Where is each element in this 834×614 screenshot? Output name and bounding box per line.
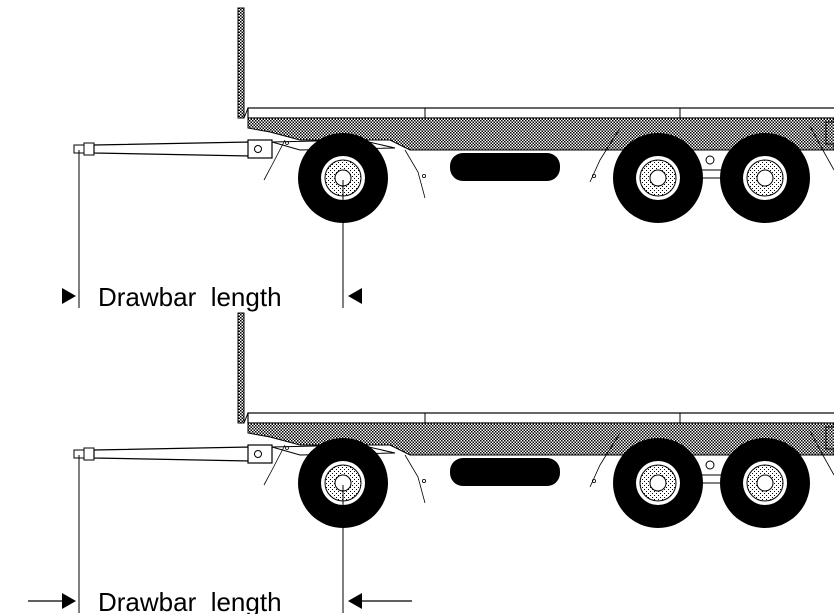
trailer-drawing (73, 312, 834, 529)
arrow-right-icon (62, 593, 76, 609)
arrow-left-icon (348, 288, 362, 304)
trailer-drawing (73, 7, 834, 224)
dimension-label: Drawbar length (98, 587, 282, 614)
panel-1: Drawbar length (62, 7, 834, 312)
arrow-right-icon (62, 288, 76, 304)
arrow-left-icon (348, 593, 362, 609)
dimension-label: Drawbar length (98, 282, 282, 312)
panel-2: Drawbar length (28, 312, 834, 614)
